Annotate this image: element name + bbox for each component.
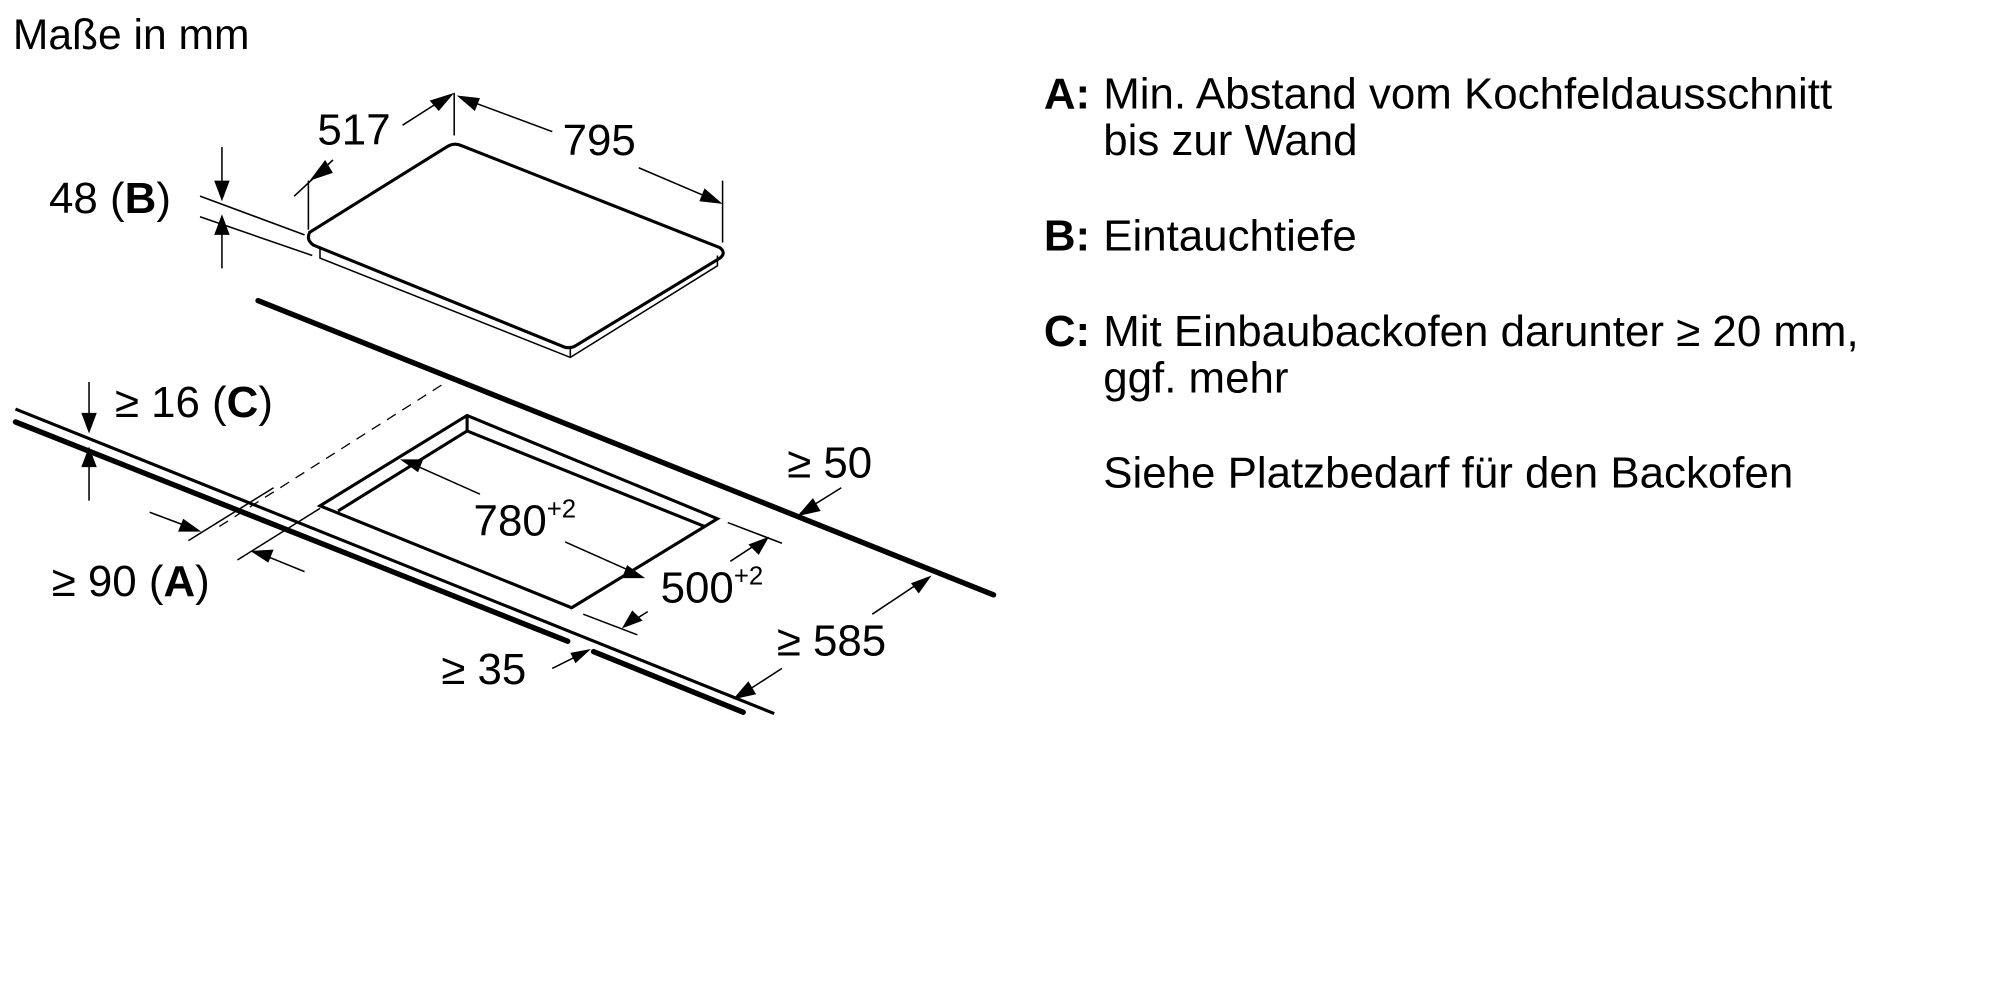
- hob-drawing: [306, 142, 725, 359]
- dimension-cutout-depth: [582, 521, 783, 636]
- label-rear-clearance: ≥ 50: [787, 438, 872, 487]
- legend-key-c: C:: [1044, 307, 1090, 356]
- dimension-rear-clearance: [797, 487, 842, 517]
- legend-text-c-line1: Mit Einbaubackofen darunter ≥ 20 mm,: [1103, 307, 1858, 356]
- dimension-front-clearance: [551, 649, 591, 670]
- units-title: Maße in mm: [13, 11, 250, 59]
- legend-key-a: A:: [1044, 69, 1090, 118]
- label-front-clearance: ≥ 35: [441, 645, 526, 694]
- legend-item-c: C: Mit Einbaubackofen darunter ≥ 20 mm, …: [1044, 307, 1859, 402]
- dimension-worktop-thickness: [81, 381, 97, 501]
- legend-note: Siehe Platzbedarf für den Backofen: [1103, 449, 1793, 498]
- rear-worktop-edge: [255, 297, 997, 598]
- dimension-hob-width: [456, 95, 724, 243]
- legend-item-b: B: Eintauchtiefe: [1044, 211, 1357, 260]
- dimension-hob-height: [199, 147, 313, 269]
- legend-note-text: Siehe Platzbedarf für den Backofen: [1103, 449, 1793, 498]
- dimension-cutout-width: [400, 459, 646, 579]
- legend-text-b: Eintauchtiefe: [1103, 211, 1357, 260]
- label-worktop-depth: ≥ 585: [777, 616, 886, 665]
- label-cutout-depth: 500+2: [661, 563, 764, 613]
- label-side-clearance: ≥ 90 (A): [52, 557, 210, 606]
- dimension-hob-depth: [293, 92, 455, 230]
- legend-text-c-line2: ggf. mehr: [1103, 353, 1288, 402]
- legend-item-a: A: Min. Abstand vom Kochfeldausschnitt b…: [1044, 69, 1832, 164]
- cutout-outline: [316, 413, 721, 610]
- label-hob-height: 48 (B): [49, 174, 171, 223]
- dimension-worktop-depth: [732, 575, 932, 700]
- label-hob-width: 795: [563, 116, 636, 165]
- legend-text-a-line2: bis zur Wand: [1103, 116, 1357, 165]
- legend-key-b: B:: [1044, 211, 1090, 260]
- label-cutout-width: 780+2: [474, 495, 577, 545]
- legend: A: Min. Abstand vom Kochfeldausschnitt b…: [1044, 69, 1859, 497]
- legend-text-a-line1: Min. Abstand vom Kochfeldausschnitt: [1103, 69, 1832, 118]
- dimension-side-clearance: [149, 487, 321, 573]
- dashed-guide-line: [219, 381, 447, 527]
- front-worktop-edge: [12, 407, 775, 715]
- label-worktop-thickness: ≥ 16 (C): [115, 378, 273, 427]
- label-hob-depth: 517: [317, 106, 390, 155]
